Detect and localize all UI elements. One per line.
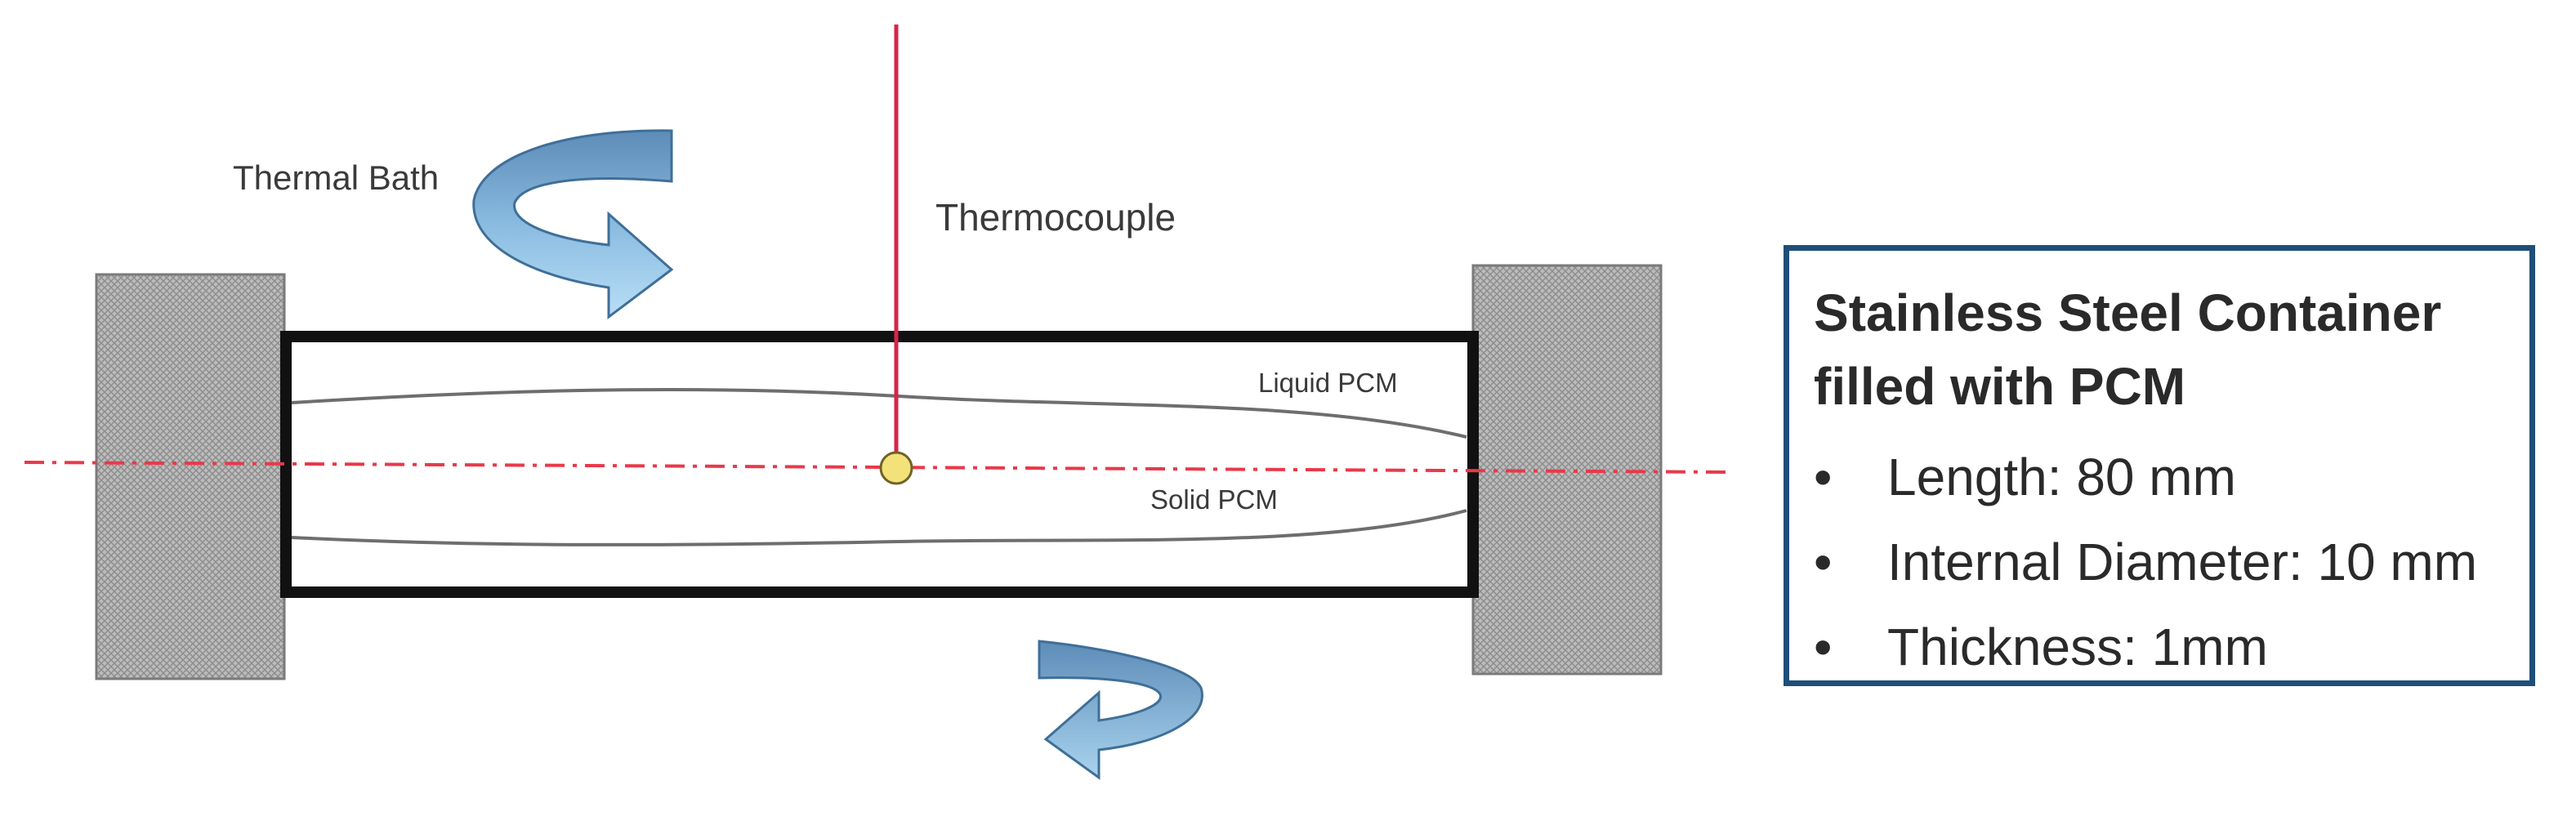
spec-length: Length: 80 mm (1887, 448, 2236, 507)
liquid-pcm-interface (291, 388, 1467, 439)
specs-title: Stainless Steel Container filled with PC… (1814, 283, 2442, 416)
list-item: • Length: 80 mm (1789, 435, 2529, 520)
spec-internal-diameter: Internal Diameter: 10 mm (1887, 533, 2478, 592)
bullet-icon: • (1814, 533, 1833, 592)
spec-thickness: Thickness: 1mm (1887, 618, 2268, 677)
thermocouple-label: Thermocouple (935, 196, 1176, 239)
list-item: • Thickness: 1mm (1789, 604, 2529, 689)
bullet-icon: • (1814, 448, 1833, 507)
curved-arrow-icon (472, 129, 674, 320)
thermal-bath-label: Thermal Bath (233, 158, 439, 197)
thermocouple-tip (879, 451, 913, 485)
bullet-icon: • (1814, 618, 1833, 677)
center-axis-line (24, 461, 1729, 474)
solid-pcm-label: Solid PCM (1150, 484, 1278, 515)
left-end-cap (95, 273, 286, 680)
liquid-pcm-label: Liquid PCM (1258, 368, 1398, 398)
solid-pcm-interface (291, 509, 1467, 546)
specs-list: • Length: 80 mm • Internal Diameter: 10 mm… (1789, 435, 2529, 689)
curved-arrow-icon (1038, 640, 1203, 780)
right-end-cap (1471, 264, 1663, 676)
specs-box: Stainless Steel Container filled with PC… (1784, 245, 2535, 686)
list-item: • Internal Diameter: 10 mm (1789, 520, 2529, 604)
